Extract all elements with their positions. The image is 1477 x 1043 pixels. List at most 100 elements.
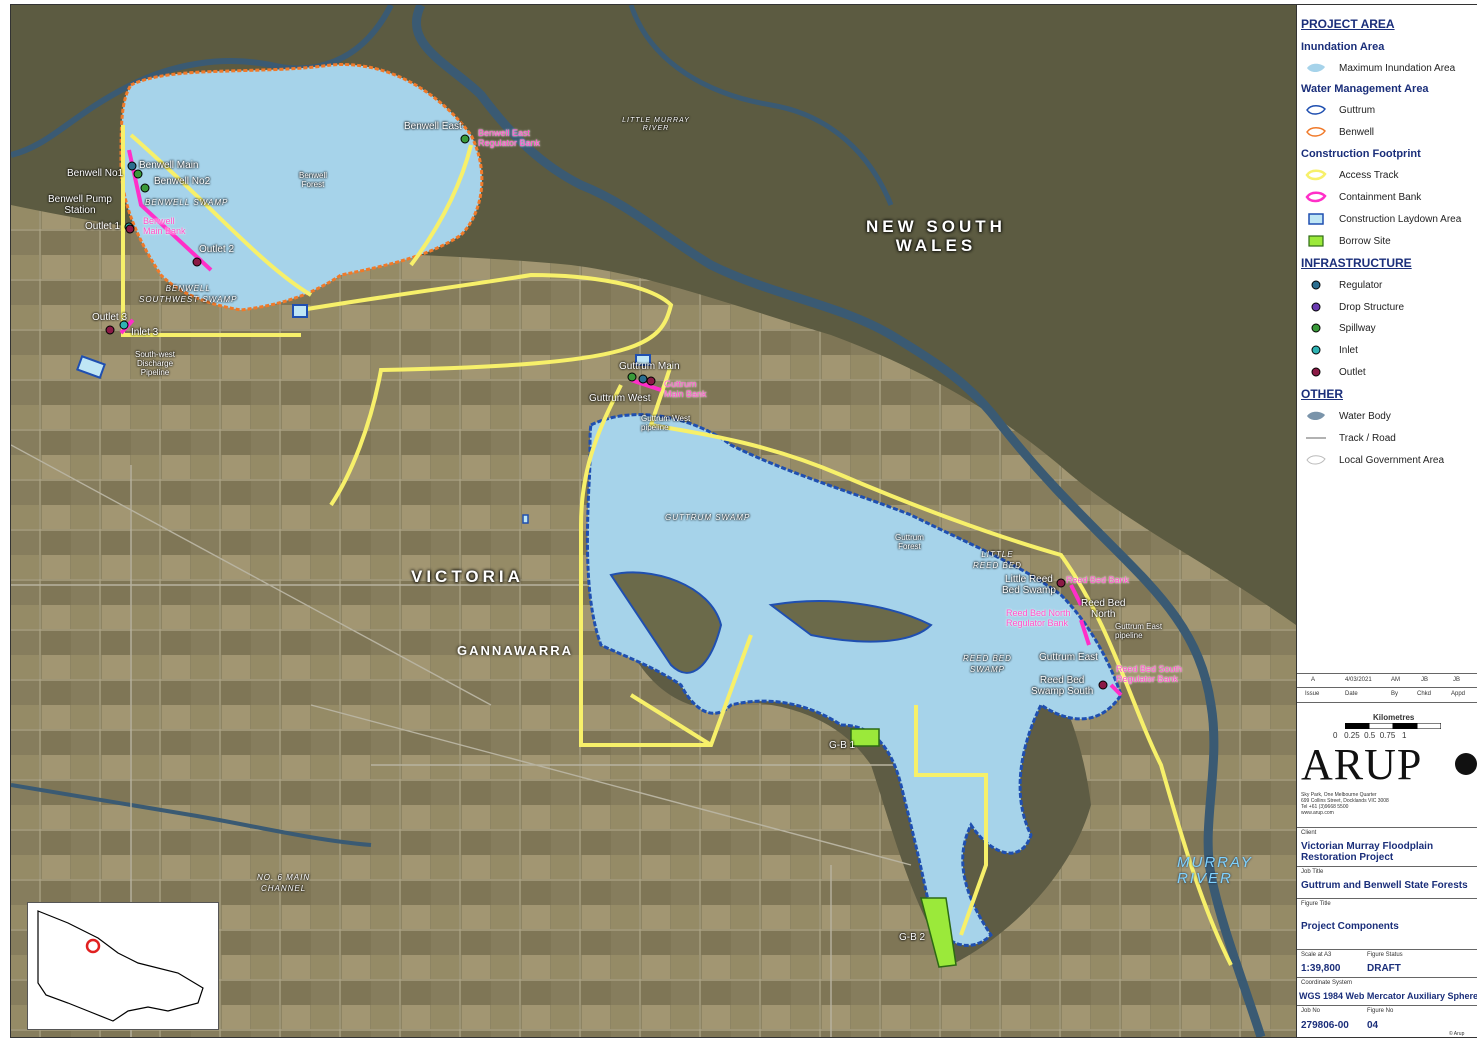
legend-project-area: PROJECT AREA bbox=[1301, 17, 1395, 31]
rev-by: AM bbox=[1391, 677, 1400, 683]
legend-outlet: Outlet bbox=[1339, 367, 1366, 378]
divider bbox=[1297, 977, 1477, 978]
divider bbox=[1297, 866, 1477, 867]
rev-appd: JB bbox=[1453, 677, 1461, 683]
legend-inlet: Inlet bbox=[1339, 345, 1358, 356]
laydown-area bbox=[292, 304, 308, 318]
island bbox=[609, 571, 723, 674]
rev-header-chkd: Chkd bbox=[1417, 691, 1432, 697]
divider bbox=[1297, 827, 1477, 828]
guttrum-swamp-label: GUTTRUM SWAMP bbox=[665, 513, 751, 522]
benwell-main-label: Benwell Main bbox=[139, 160, 199, 171]
laydown-area bbox=[522, 514, 529, 524]
benwell-inundation bbox=[119, 63, 484, 312]
laydown-area bbox=[635, 354, 651, 366]
rev-header-date: Date bbox=[1345, 691, 1358, 697]
legend-guttrum: Guttrum bbox=[1339, 105, 1376, 116]
job-title: Guttrum and Benwell State Forests bbox=[1301, 880, 1468, 891]
rev-chkd: JB bbox=[1421, 677, 1429, 683]
job-no: 279806-00 bbox=[1301, 1020, 1349, 1031]
legend-access-track: Access Track bbox=[1339, 170, 1399, 181]
guttrum-main-label: Guttrum Main bbox=[619, 361, 680, 372]
access-track-swatch-icon bbox=[1305, 169, 1327, 181]
infrastructure-points bbox=[105, 134, 1108, 690]
scale-bar-icon bbox=[1345, 723, 1441, 729]
gb2-label: G-B 2 bbox=[899, 932, 926, 943]
lga-swatch-icon bbox=[1306, 455, 1326, 465]
inlet3-label: Inlet 3 bbox=[131, 327, 159, 338]
legend-track-road: Track / Road bbox=[1339, 433, 1396, 444]
status-label: Figure Status bbox=[1367, 952, 1403, 958]
legend-inundation-heading: Inundation Area bbox=[1301, 41, 1385, 53]
rev-header-by: By bbox=[1391, 691, 1399, 697]
rev-issue: A bbox=[1311, 677, 1316, 683]
benwell-swatch-icon bbox=[1306, 127, 1326, 137]
inundation-swatch-icon bbox=[1307, 63, 1325, 73]
legend-water-mgmt-heading: Water Management Area bbox=[1301, 83, 1429, 95]
location-marker-icon bbox=[85, 938, 101, 954]
legend-containment-bank: Containment Bank bbox=[1339, 192, 1422, 203]
legend-max-inundation: Maximum Inundation Area bbox=[1339, 63, 1456, 74]
guttrum-east-label: Guttrum East bbox=[1039, 652, 1098, 663]
spillway-swatch-icon bbox=[1311, 323, 1321, 333]
legend-laydown: Construction Laydown Area bbox=[1339, 214, 1462, 225]
outlet-swatch-icon bbox=[1311, 367, 1321, 377]
divider bbox=[1297, 898, 1477, 899]
arup-logo: ARUP bbox=[1301, 740, 1423, 789]
water-body-swatch-icon bbox=[1307, 411, 1325, 421]
job-no-label: Job No bbox=[1301, 1008, 1321, 1014]
benwell-no1-label: Benwell No1 bbox=[67, 168, 124, 179]
outlet1-label: Outlet 1 bbox=[85, 221, 121, 232]
victoria-inset-map bbox=[37, 910, 204, 1022]
outlet2-label: Outlet 2 bbox=[199, 244, 235, 255]
locator-inset bbox=[27, 902, 219, 1030]
legend-lga: Local Government Area bbox=[1339, 455, 1445, 466]
legend-water-body: Water Body bbox=[1339, 411, 1391, 422]
laydown-swatch-icon bbox=[1308, 213, 1324, 225]
river-channel bbox=[628, 5, 894, 206]
status-value: DRAFT bbox=[1367, 963, 1401, 974]
victoria-label: VICTORIA bbox=[411, 567, 524, 586]
figure-title-label: Figure Title bbox=[1301, 901, 1331, 907]
reed-bed-bank-label: Reed Bed Bank bbox=[1066, 575, 1130, 585]
legend-borrow: Borrow Site bbox=[1339, 236, 1391, 247]
map-canvas bbox=[11, 5, 1296, 1037]
murray-river bbox=[411, 5, 1266, 1037]
inlet-swatch-icon bbox=[1311, 345, 1321, 355]
divider bbox=[1297, 1005, 1477, 1006]
divider bbox=[1297, 949, 1477, 950]
gb1-label: G-B 1 bbox=[829, 740, 856, 751]
scale-title: Kilometres bbox=[1373, 713, 1415, 722]
benwell-swamp-label: BENWELL SWAMP bbox=[145, 198, 229, 207]
rev-header-appd: Appd bbox=[1451, 691, 1466, 697]
divider bbox=[1297, 702, 1477, 703]
divider bbox=[1297, 673, 1477, 674]
copyright: © Arup bbox=[1449, 1031, 1465, 1037]
coord-label: Coordinate System bbox=[1301, 980, 1353, 986]
borrow-site-gb2 bbox=[920, 897, 957, 968]
gannawarra-label: GANNAWARRA bbox=[457, 643, 574, 658]
borrow-site-gb1 bbox=[850, 728, 880, 747]
